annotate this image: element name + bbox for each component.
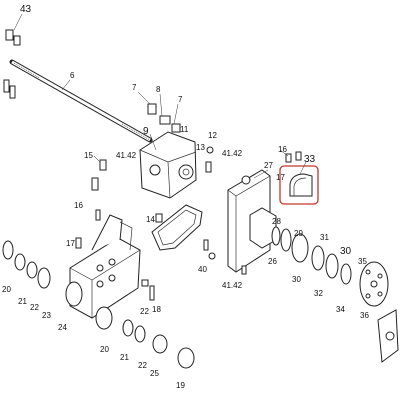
- support-frame: [69, 214, 141, 319]
- callout-20-bottom: 20: [100, 345, 109, 354]
- callout-40: 40: [198, 265, 207, 274]
- callout-28: 28: [272, 217, 281, 226]
- callout-30-bottom: 30: [292, 275, 301, 284]
- callout-27: 27: [264, 161, 273, 170]
- right-ring-stack: [271, 226, 399, 363]
- callout-23: 23: [42, 311, 51, 320]
- callout-11: 11: [180, 125, 189, 134]
- lower-left-ring-stack: [2, 240, 83, 307]
- callout-32: 32: [314, 289, 323, 298]
- leader-lines: [13, 13, 307, 179]
- callout-17-left: 17: [66, 239, 75, 248]
- callout-13: 13: [196, 143, 205, 152]
- callout-33: 33: [304, 154, 316, 165]
- callout-35: 35: [358, 257, 367, 266]
- callout-43: 43: [20, 4, 32, 15]
- callout-12: 12: [208, 131, 217, 140]
- gasket-plate: [151, 204, 203, 251]
- callout-41-42-left: 41.42: [116, 151, 137, 160]
- callout-15: 15: [84, 151, 93, 160]
- callout-41-42-right: 41.42: [222, 149, 243, 158]
- part-43-bolts: [3, 29, 21, 99]
- part-33-cover: [279, 165, 319, 205]
- callout-41-42-bottom: 41.42: [222, 281, 243, 290]
- callout-21-bottom: 21: [120, 353, 129, 362]
- highlight-frame: [279, 165, 319, 205]
- callout-17-right: 17: [276, 173, 285, 182]
- lower-middle-ring-stack: [95, 306, 195, 369]
- callout-21-left: 21: [18, 297, 27, 306]
- callout-8: 8: [156, 85, 161, 94]
- callout-30-top: 30: [340, 246, 352, 257]
- callout-labels: 43 6 7 8 7 9 41.42 15 11 12 13 41.42 14 …: [2, 4, 369, 390]
- gearbox-housing: [139, 103, 197, 199]
- callout-31: 31: [320, 233, 329, 242]
- callout-34: 34: [336, 305, 345, 314]
- callout-24: 24: [58, 323, 67, 332]
- callout-25: 25: [150, 369, 159, 378]
- callout-6: 6: [70, 71, 75, 80]
- callout-7b: 7: [178, 95, 183, 104]
- callout-16-right: 16: [278, 145, 287, 154]
- callout-26: 26: [268, 257, 277, 266]
- callout-22-left: 22: [30, 303, 39, 312]
- callout-7a: 7: [132, 83, 137, 92]
- callout-14: 14: [146, 215, 155, 224]
- callout-18: 18: [152, 305, 161, 314]
- small-fasteners: [75, 146, 302, 301]
- callout-22-bottom: 22: [138, 361, 147, 370]
- callout-16-left: 16: [74, 201, 83, 210]
- callout-20-left: 20: [2, 285, 11, 294]
- callout-9: 9: [143, 126, 149, 137]
- right-bracket: [227, 169, 277, 273]
- drive-shaft: [9, 59, 153, 143]
- callout-22-middle: 22: [140, 307, 149, 316]
- callout-19: 19: [176, 381, 185, 390]
- callout-36: 36: [360, 311, 369, 320]
- callout-29: 29: [294, 229, 303, 238]
